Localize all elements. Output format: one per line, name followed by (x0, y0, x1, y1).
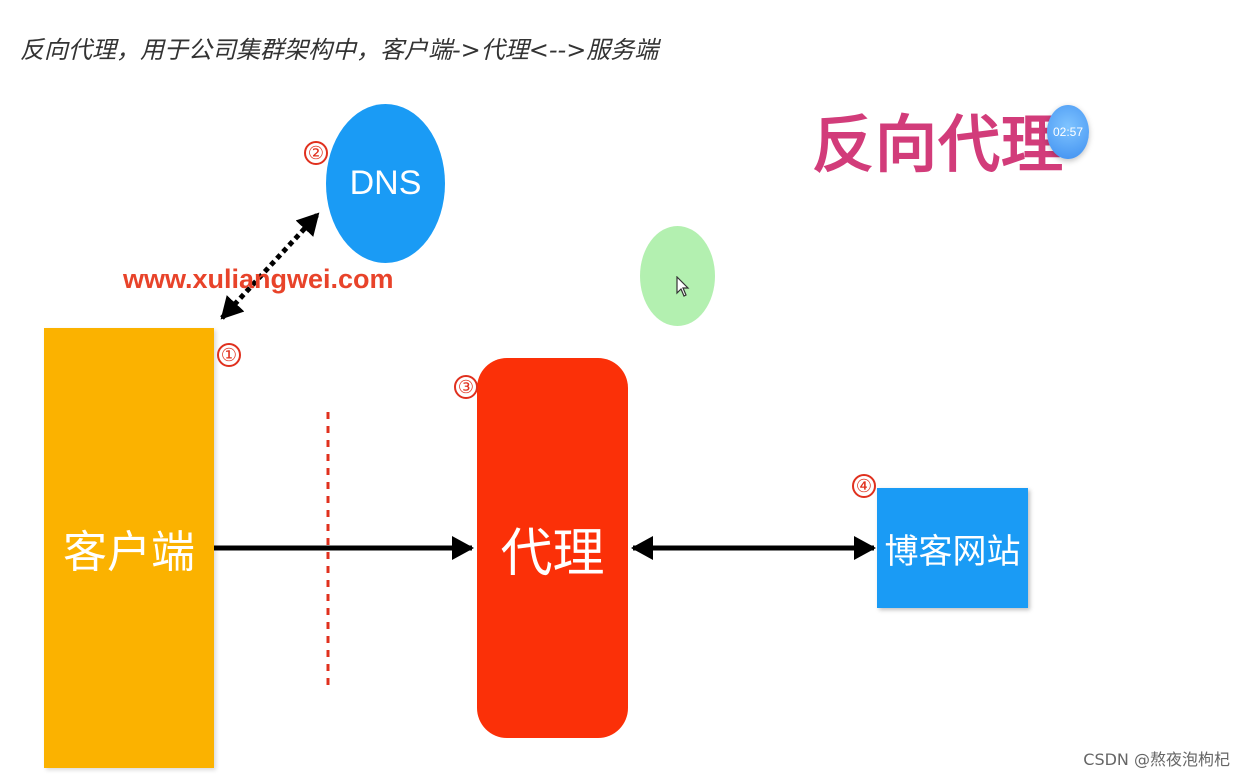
blog-node: 博客网站 (877, 488, 1028, 608)
caption-text: 反向代理，用于公司集群架构中，客户端->代理<-->服务端 (20, 36, 659, 64)
page-title: 反向代理 (812, 108, 1065, 181)
client-node: 客户端 (44, 328, 214, 768)
step-4-marker: ④ (852, 474, 876, 498)
step-2-marker: ② (304, 141, 328, 165)
blog-label: 博客网站 (884, 531, 1021, 572)
mouse-cursor-icon (676, 276, 690, 297)
proxy-label: 代理 (500, 523, 605, 584)
timer-label: 02:57 (1052, 125, 1084, 139)
client-label: 客户端 (63, 527, 195, 578)
cursor-highlight (640, 226, 715, 326)
dns-label: DNS (349, 164, 422, 202)
dns-link-arrow (220, 212, 320, 320)
timer-badge: 02:57 (1047, 105, 1089, 159)
url-label: www.xuliangwei.com (123, 264, 394, 294)
watermark-text: CSDN @熬夜泡枸杞 (1083, 750, 1230, 769)
step-1-marker: ① (217, 343, 241, 367)
proxy-node: 代理 (477, 358, 628, 738)
dns-node: DNS (326, 104, 445, 263)
step-3-marker: ③ (454, 375, 478, 399)
